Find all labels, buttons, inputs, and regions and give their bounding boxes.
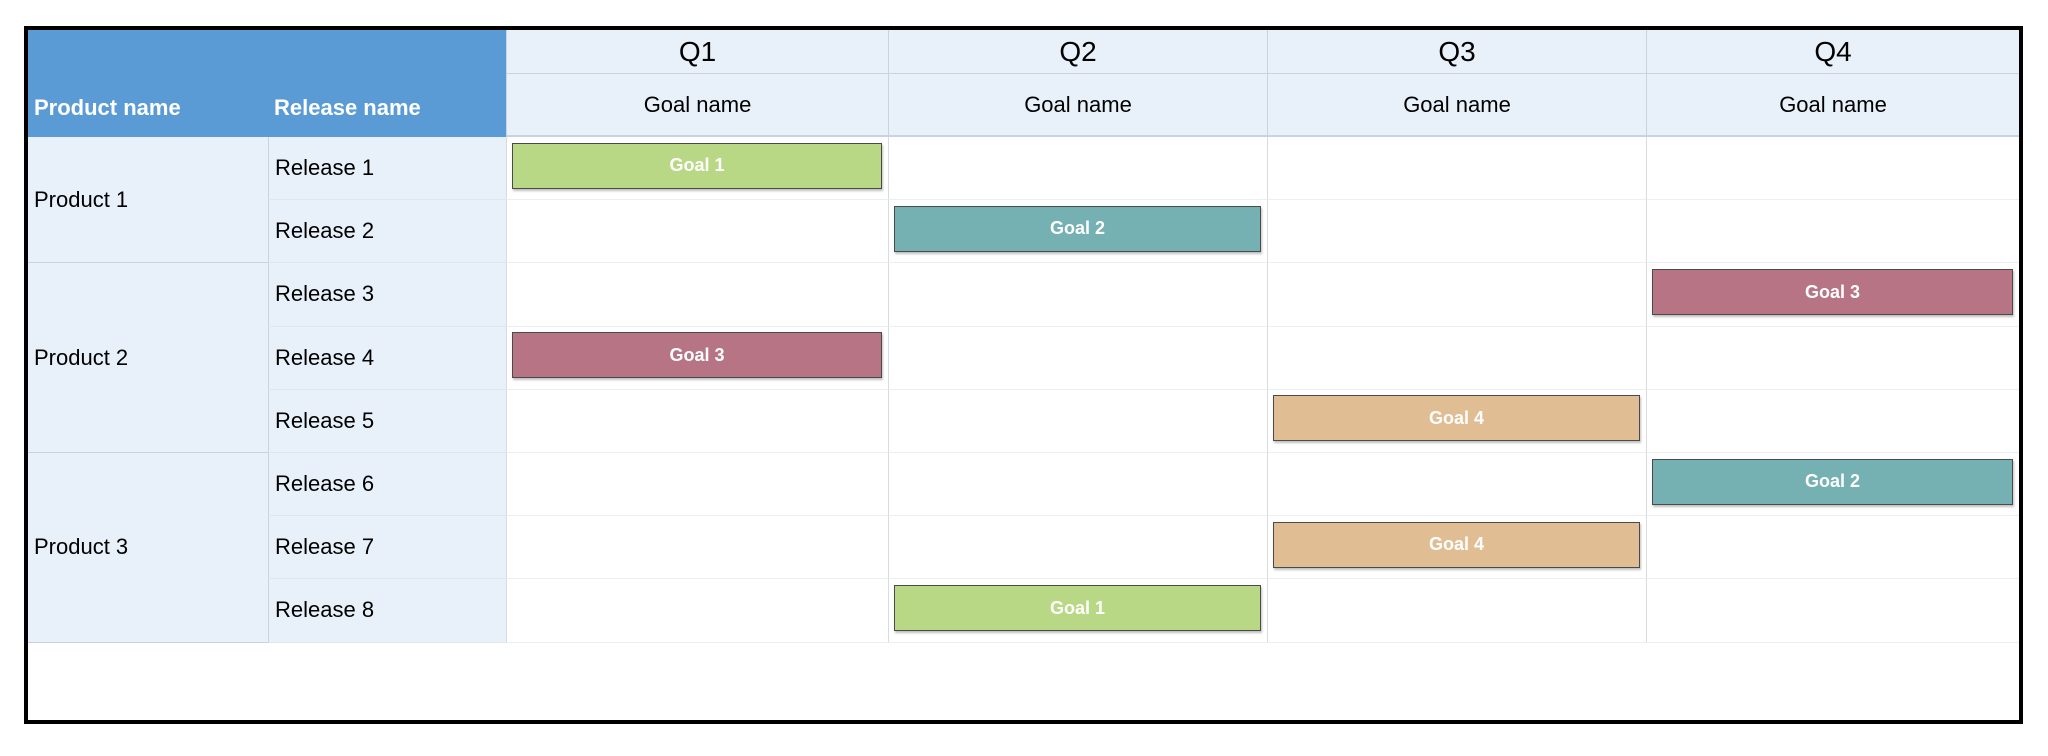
goal-bar[interactable]: Goal 2: [894, 205, 1261, 252]
roadmap-cell[interactable]: [506, 200, 888, 264]
roadmap-cell[interactable]: [1646, 389, 2019, 453]
roadmap-cell[interactable]: [1267, 579, 1646, 643]
goal-bar[interactable]: Goal 3: [1652, 269, 2013, 315]
roadmap-cell[interactable]: [1646, 200, 2019, 264]
roadmap-cell[interactable]: [1267, 200, 1646, 264]
roadmap-cell[interactable]: [506, 453, 888, 517]
goal-name-header-q1: Goal name: [506, 74, 888, 137]
roadmap-cell[interactable]: [506, 263, 888, 327]
release-cell: Release 3: [268, 263, 506, 327]
goal-name-header-q4: Goal name: [1646, 74, 2019, 137]
release-cell: Release 4: [268, 326, 506, 390]
quarter-header-q3: Q3: [1267, 30, 1646, 74]
release-cell: Release 7: [268, 516, 506, 580]
goal-name-header-q2: Goal name: [888, 74, 1267, 137]
quarter-header-q1: Q1: [506, 30, 888, 74]
roadmap-cell[interactable]: [1646, 516, 2019, 580]
quarter-header-q4: Q4: [1646, 30, 2019, 74]
roadmap-cell[interactable]: [506, 516, 888, 580]
product-name-header: Product name: [28, 30, 268, 137]
goal-bar[interactable]: Goal 3: [512, 332, 882, 379]
roadmap-cell[interactable]: [888, 263, 1267, 327]
roadmap-cell[interactable]: [888, 326, 1267, 390]
goal-bar[interactable]: Goal 1: [894, 585, 1261, 631]
roadmap-cell[interactable]: [1267, 137, 1646, 201]
roadmap-cell[interactable]: [888, 516, 1267, 580]
roadmap-cell[interactable]: [888, 453, 1267, 517]
roadmap-cell[interactable]: [506, 389, 888, 453]
goal-name-header-q3: Goal name: [1267, 74, 1646, 137]
release-name-header: Release name: [268, 30, 506, 137]
release-cell: Release 6: [268, 453, 506, 517]
product-cell: Product 1: [28, 137, 268, 264]
goal-bar[interactable]: Goal 2: [1652, 458, 2013, 505]
roadmap-cell[interactable]: [1267, 453, 1646, 517]
release-cell: Release 2: [268, 200, 506, 264]
roadmap-cell[interactable]: [1646, 579, 2019, 643]
goal-bar[interactable]: Goal 1: [512, 142, 882, 189]
release-cell: Release 8: [268, 579, 506, 643]
roadmap-cell[interactable]: [888, 389, 1267, 453]
roadmap-cell[interactable]: [888, 137, 1267, 201]
roadmap-cell[interactable]: [1646, 326, 2019, 390]
roadmap-cell[interactable]: [1646, 137, 2019, 201]
product-cell: Product 2: [28, 263, 268, 453]
roadmap-cell[interactable]: [506, 579, 888, 643]
release-cell: Release 1: [268, 137, 506, 201]
goal-bar[interactable]: Goal 4: [1273, 521, 1640, 568]
product-cell: Product 3: [28, 453, 268, 643]
goal-bar[interactable]: Goal 4: [1273, 395, 1640, 442]
quarter-header-q2: Q2: [888, 30, 1267, 74]
roadmap-cell[interactable]: [1267, 326, 1646, 390]
release-cell: Release 5: [268, 389, 506, 453]
roadmap-cell[interactable]: [1267, 263, 1646, 327]
